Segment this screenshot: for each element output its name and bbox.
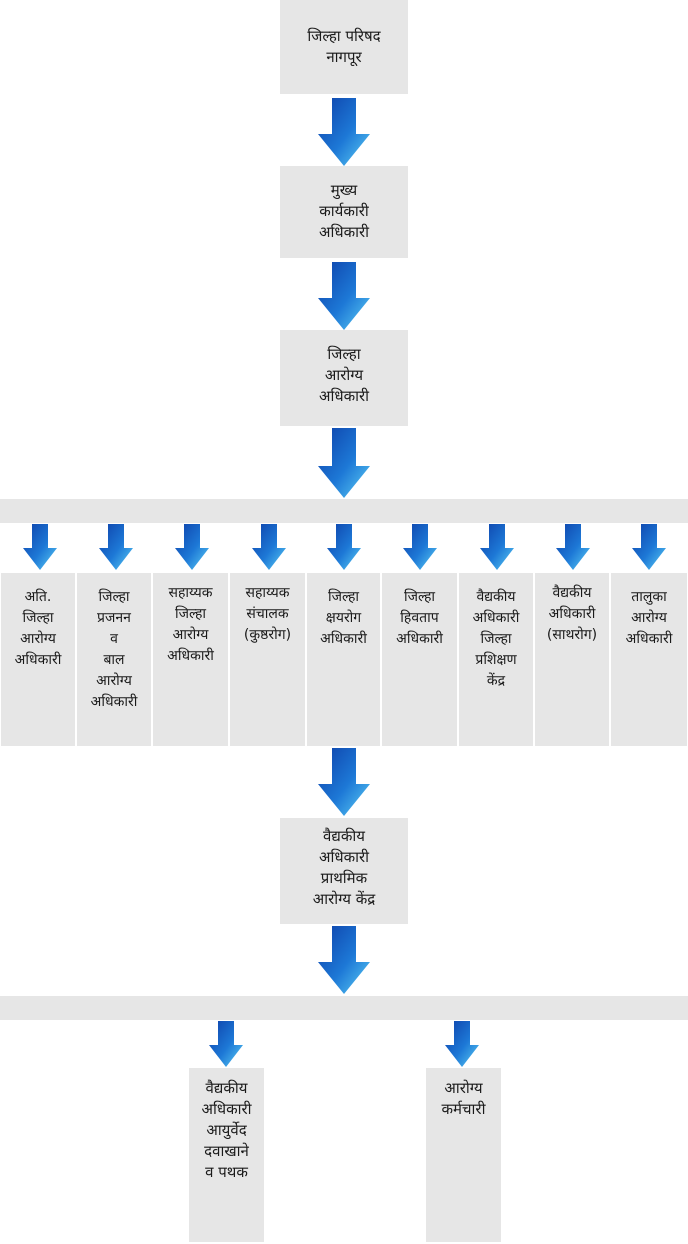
box-line: जिल्हा	[403, 589, 436, 605]
box-line: सहाय्यक	[245, 585, 290, 601]
box-line: जिल्हा	[174, 606, 207, 622]
down-arrow-icon	[318, 98, 370, 166]
box-line: जिल्हा परिषद	[307, 27, 381, 45]
box-line: व पथक	[205, 1163, 248, 1181]
officer-box-tb: जिल्हा क्षयरोग अधिकारी	[307, 573, 380, 746]
box-line: प्रशिक्षण	[475, 652, 517, 668]
down-arrow-icon	[327, 524, 361, 570]
box-line: (कुष्ठरोग)	[243, 627, 292, 643]
box-line: केंद्र	[486, 673, 506, 689]
officer-box-epidemic: वैद्यकीय अधिकारी (साथरोग)	[535, 573, 609, 746]
box-line: अधिकारी	[548, 606, 596, 622]
box-line: व	[110, 631, 118, 647]
district-health-officer-box: जिल्हा आरोग्य अधिकारी	[280, 330, 408, 426]
officer-box-leprosy: सहाय्यक संचालक (कुष्ठरोग)	[230, 573, 305, 746]
down-arrow-icon	[632, 524, 666, 570]
officer-box-malaria: जिल्हा हिवताप अधिकारी	[382, 573, 457, 746]
box-line: संचालक	[246, 606, 289, 622]
health-staff-box: आरोग्य कर्मचारी	[426, 1068, 501, 1242]
box-line: वैद्यकीय	[552, 585, 592, 601]
down-arrow-icon	[99, 524, 133, 570]
ceo-box: मुख्य कार्यकारी अधिकारी	[280, 166, 408, 258]
box-line: जिल्हा	[98, 589, 130, 605]
branch-bar	[0, 996, 688, 1020]
box-line: जिल्हा	[480, 631, 512, 647]
down-arrow-icon	[480, 524, 514, 570]
down-arrow-icon	[403, 524, 437, 570]
down-arrow-icon	[318, 926, 370, 994]
down-arrow-icon	[209, 1021, 243, 1067]
box-line: आयुर्वेद	[206, 1121, 247, 1139]
box-line: अधिकारी	[201, 1100, 252, 1118]
down-arrow-icon	[175, 524, 209, 570]
box-line: अधिकारी	[625, 631, 673, 647]
phc-medical-officer-box: वैद्यकीय अधिकारी प्राथमिक आरोग्य केंद्र	[280, 818, 408, 924]
box-line: जिल्हा	[327, 589, 360, 605]
box-line: आरोग्य	[172, 627, 209, 643]
box-line: बाल	[103, 652, 125, 668]
box-line: अधिकारी	[319, 387, 369, 405]
box-line: तालुका	[631, 589, 667, 605]
down-arrow-icon	[556, 524, 590, 570]
box-line: आरोग्य	[20, 631, 56, 647]
down-arrow-icon	[318, 262, 370, 330]
zilla-parishad-box: जिल्हा परिषद नागपूर	[280, 0, 408, 94]
box-line: सहाय्यक	[168, 585, 213, 601]
box-line: वैद्यकीय	[205, 1079, 248, 1097]
box-line: आरोग्य	[631, 610, 667, 626]
officer-box-assistant-dho: सहाय्यक जिल्हा आरोग्य अधिकारी	[153, 573, 228, 746]
officer-box-taluka: तालुका आरोग्य अधिकारी	[611, 573, 687, 746]
box-line: मुख्य	[330, 181, 358, 199]
box-line: नागपूर	[326, 48, 362, 66]
box-line: अधिकारी	[472, 610, 520, 626]
box-line: प्राथमिक	[320, 869, 368, 887]
box-line: अधिकारी	[396, 631, 443, 647]
box-line: अधिकारी	[167, 648, 214, 664]
box-line: क्षयरोग	[325, 610, 362, 626]
box-line: हिवताप	[400, 610, 439, 626]
branch-bar	[0, 499, 688, 523]
box-line: अधिकारी	[319, 223, 369, 241]
down-arrow-icon	[445, 1021, 479, 1067]
box-line: अधिकारी	[90, 694, 138, 710]
box-line: जिल्हा	[327, 345, 361, 363]
down-arrow-icon	[318, 748, 370, 816]
box-line: अति.	[24, 589, 52, 605]
box-line: कर्मचारी	[441, 1100, 486, 1118]
box-line: जिल्हा	[22, 610, 54, 626]
officer-box-training-centre: वैद्यकीय अधिकारी जिल्हा प्रशिक्षण केंद्र	[459, 573, 533, 746]
box-line: वैद्यकीय	[476, 589, 516, 605]
ayurved-medical-officer-box: वैद्यकीय अधिकारी आयुर्वेद दवाखाने व पथक	[189, 1068, 264, 1242]
box-line: आरोग्य	[324, 366, 364, 384]
box-line: अधिकारी	[320, 631, 367, 647]
box-line: प्रजनन	[97, 610, 131, 626]
box-line: अधिकारी	[14, 652, 62, 668]
officer-box-rch: जिल्हा प्रजनन व बाल आरोग्य अधिकारी	[77, 573, 151, 746]
box-line: कार्यकारी	[319, 202, 369, 220]
box-line: आरोग्य	[96, 673, 132, 689]
box-line: अधिकारी	[319, 848, 369, 866]
down-arrow-icon	[252, 524, 286, 570]
officer-box-additional-dho: अति. जिल्हा आरोग्य अधिकारी	[1, 573, 75, 746]
box-line: दवाखाने	[204, 1142, 249, 1160]
box-line: आरोग्य केंद्र	[312, 890, 376, 908]
box-line: वैद्यकीय	[323, 827, 365, 845]
box-line: आरोग्य	[444, 1079, 483, 1097]
down-arrow-icon	[23, 524, 57, 570]
box-line: (साथरोग)	[546, 627, 598, 643]
down-arrow-icon	[318, 428, 370, 498]
